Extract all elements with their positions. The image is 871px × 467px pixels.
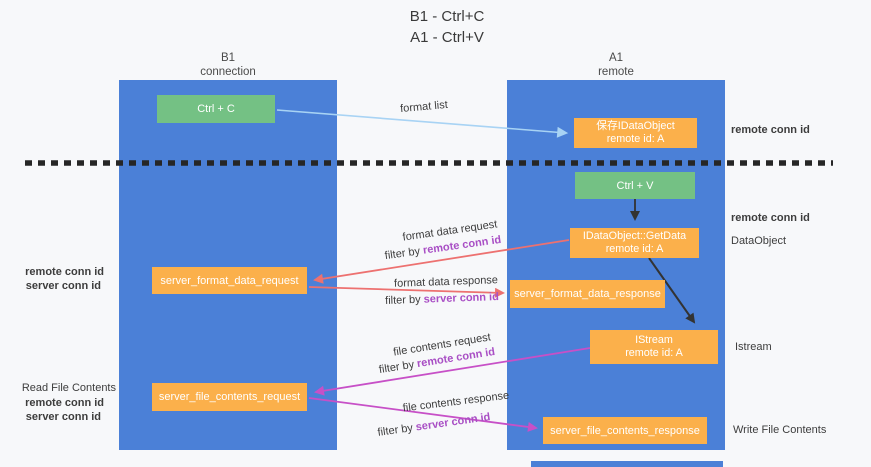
file-contents-response-filter-label: filter by server conn id — [377, 411, 491, 439]
save-dataobject-line2: remote id: A — [606, 133, 665, 145]
lifeline-a1-subtitle: remote — [598, 66, 634, 78]
lifeline-b1-subtitle: connection — [200, 66, 256, 78]
read-file-contents-label: Read File Contents — [21, 382, 116, 394]
ctrl-c-box: Ctrl + C — [157, 95, 275, 123]
server-format-data-response-box: server_format_data_response — [510, 280, 665, 308]
filter-by-text: filter by — [384, 244, 424, 263]
left-server-conn-id-label-2: server conn id — [25, 411, 101, 423]
save-dataobject-box: 保存IDataObject remote id: A — [574, 118, 697, 148]
lifeline-header-b1: B1 connection — [119, 51, 337, 79]
format-data-response-filter-label: filter by server conn id — [385, 291, 499, 307]
right-remote-conn-id-label-top: remote conn id — [731, 124, 810, 136]
ctrl-v-box: Ctrl + V — [575, 172, 695, 199]
save-dataobject-line1: 保存IDataObject — [596, 119, 675, 132]
lifeline-header-a1: A1 remote — [507, 51, 725, 79]
lifeline-b1-name: B1 — [220, 52, 236, 64]
server-file-contents-response-box: server_file_contents_response — [543, 417, 707, 444]
server-conn-id-highlight: server conn id — [414, 411, 492, 434]
format-data-request-filter-label: filter by remote conn id — [384, 234, 502, 262]
right-remote-conn-id-label-mid: remote conn id — [731, 212, 810, 224]
title-line-2: A1 - Ctrl+V — [410, 29, 484, 46]
filter-by-text: filter by — [384, 293, 424, 307]
istream-line2: remote id: A — [625, 347, 683, 359]
server-file-contents-request-box: server_file_contents_request — [152, 383, 307, 411]
istream-box: IStream remote id: A — [590, 330, 718, 364]
left-server-conn-id-label: server conn id — [25, 280, 101, 292]
dataobject-label: DataObject — [731, 235, 787, 247]
getdata-line1: IDataObject::GetData — [582, 229, 687, 242]
server-format-data-request-box: server_format_data_request — [152, 267, 307, 294]
format-data-response-label: format data response — [393, 274, 499, 290]
server-conn-id-highlight: server conn id — [423, 291, 500, 306]
left-remote-conn-id-label: remote conn id — [25, 266, 104, 278]
title-line-1: B1 - Ctrl+C — [409, 8, 485, 25]
getdata-line2: remote id: A — [605, 243, 664, 255]
lifeline-a1-name: A1 — [608, 52, 624, 64]
diagram-title: B1 - Ctrl+C A1 - Ctrl+V — [372, 6, 522, 48]
left-remote-conn-id-label-2: remote conn id — [25, 397, 104, 409]
filter-by-text: filter by — [376, 421, 417, 439]
format-list-label: format list — [399, 98, 449, 116]
filter-by-text: filter by — [378, 358, 419, 377]
write-file-contents-label: Write File Contents — [733, 424, 827, 436]
cropped-bottom-element — [531, 461, 723, 467]
getdata-box: IDataObject::GetData remote id: A — [570, 228, 699, 258]
istream-side-label: Istream — [735, 341, 772, 353]
istream-line1: IStream — [635, 333, 673, 346]
file-contents-response-label: file contents response — [402, 389, 510, 415]
